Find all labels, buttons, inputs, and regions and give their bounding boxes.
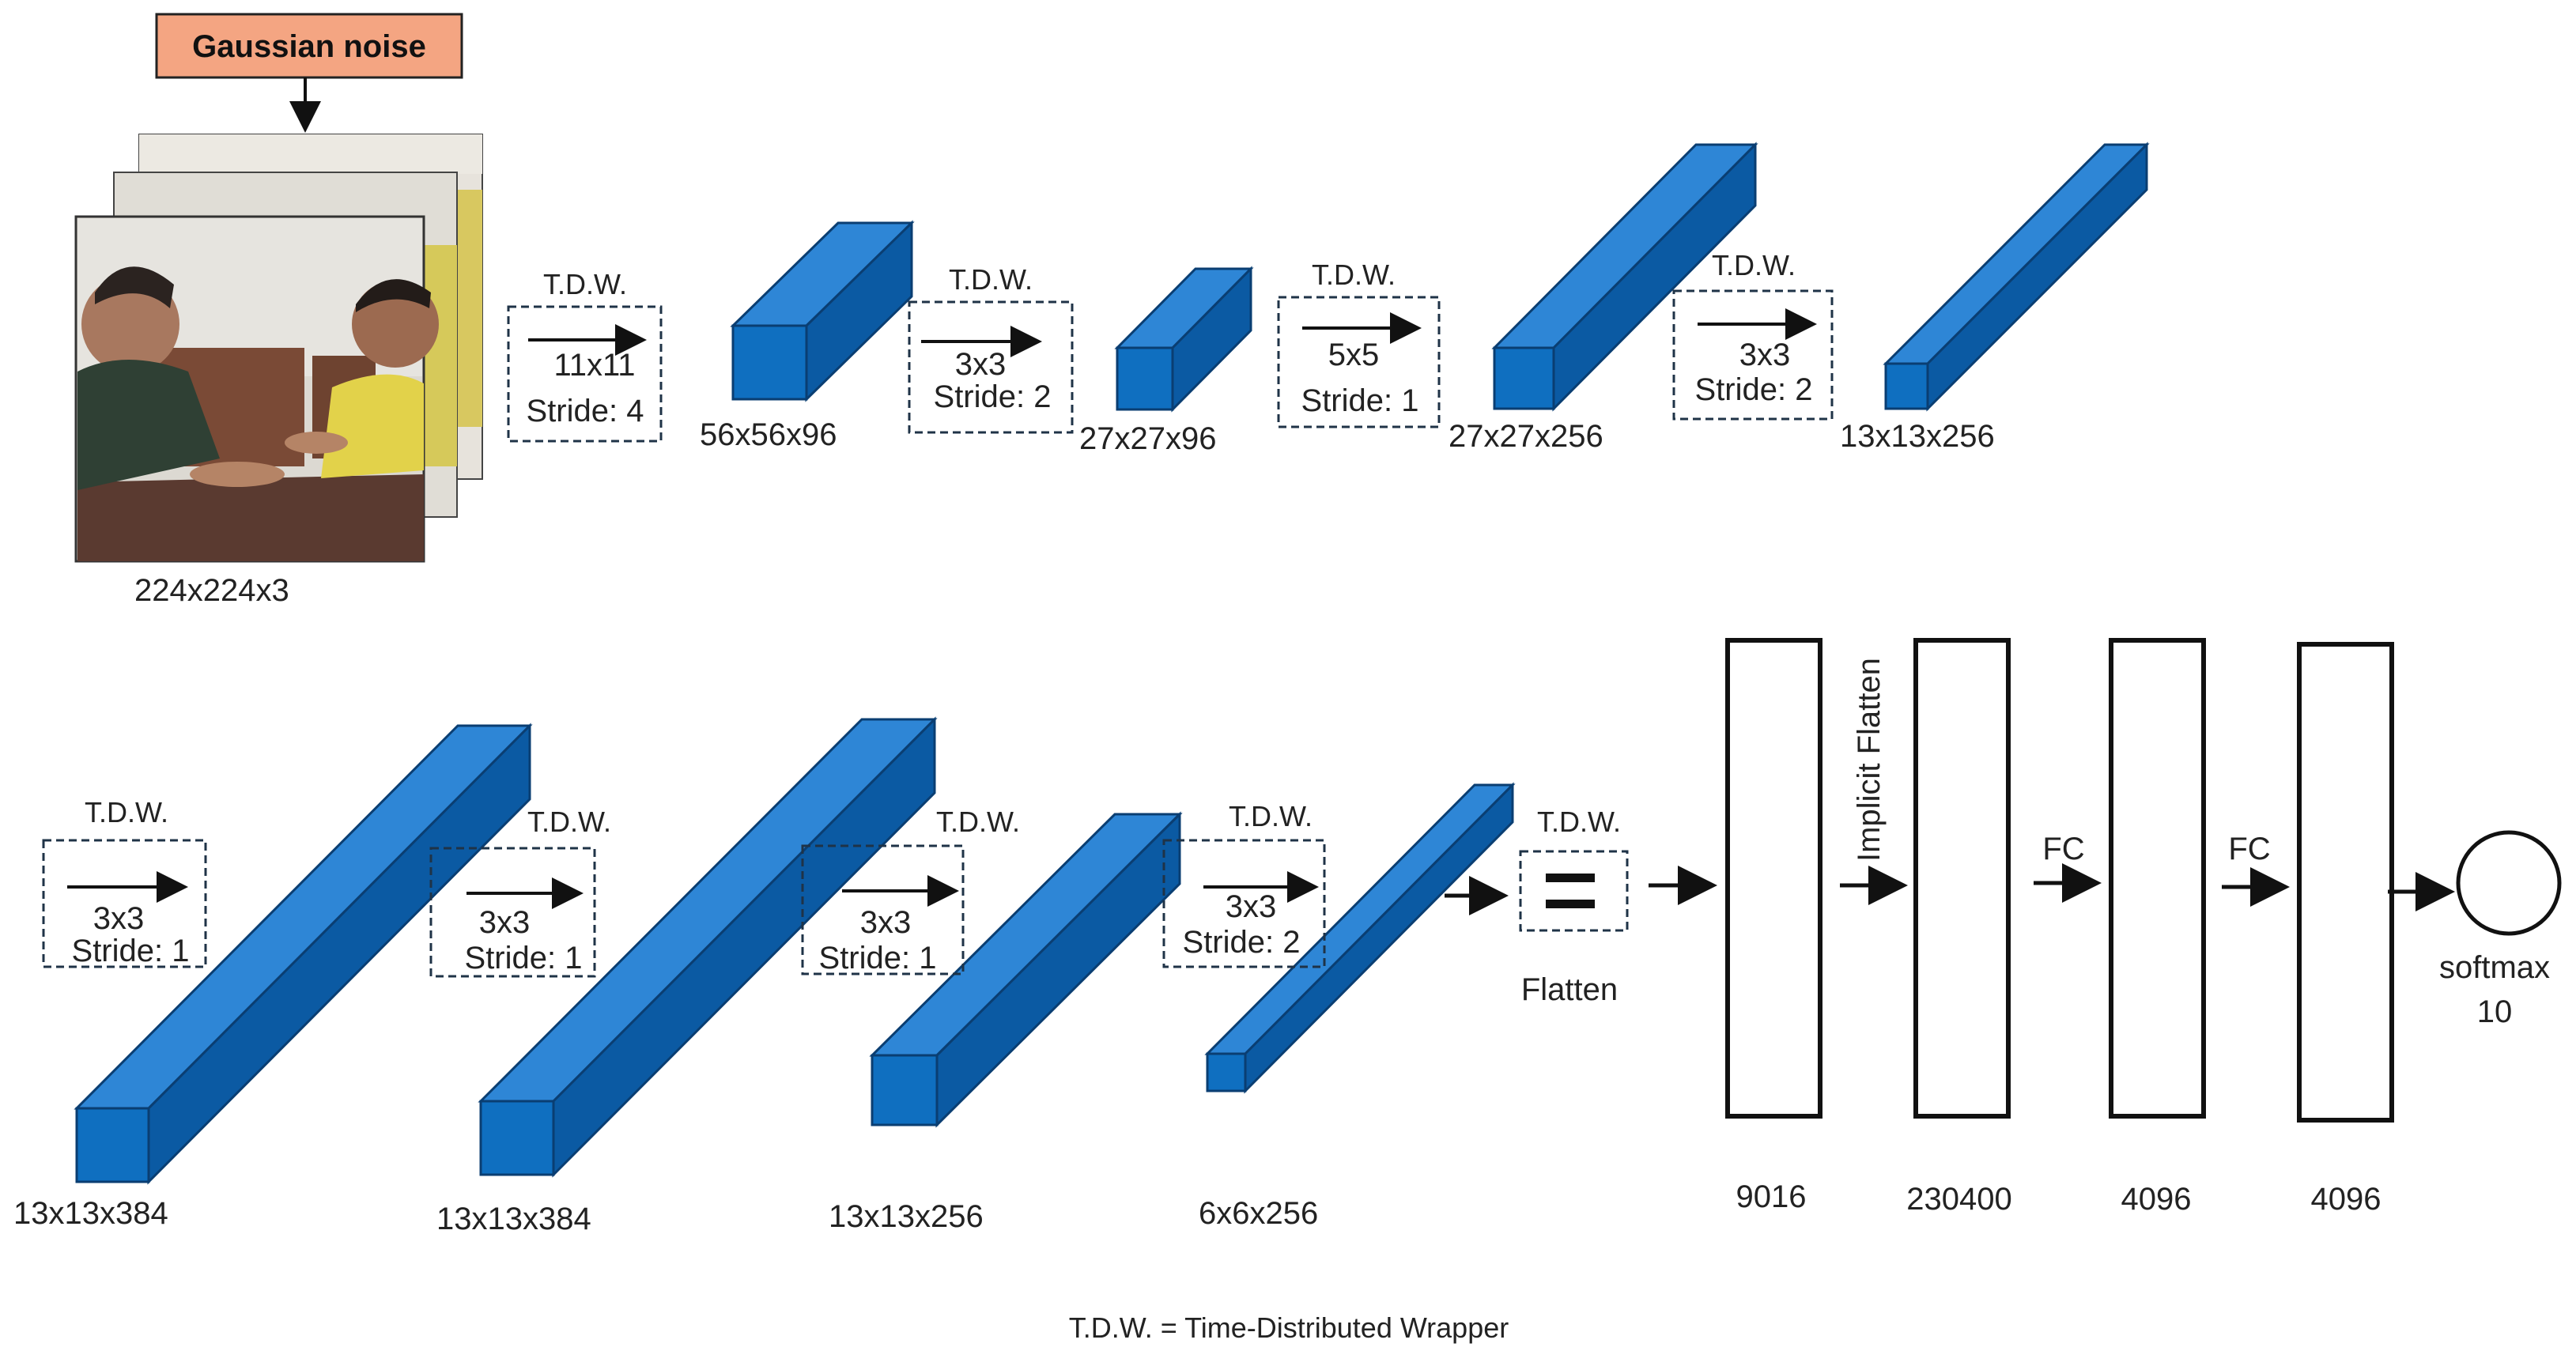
tdw-conv4-stride: Stride: 1 [465,941,583,975]
tdw-pool1-stride: Stride: 2 [934,379,1052,414]
shape-13x13x384-a: 13x13x384 [13,1196,168,1231]
softmax-units: 10 [2477,994,2513,1029]
tdw-conv1-stride: Stride: 4 [527,394,644,428]
tdw-conv5: T.D.W. 3x3 Stride: 1 [801,806,1020,975]
frame-front [74,215,439,563]
tdw-pool2-tag: T.D.W. [1712,249,1796,281]
legend-text: T.D.W. = Time-Distributed Wrapper [1069,1311,1509,1344]
dense-layer-230400-label: 230400 [1906,1182,2011,1217]
tdw-flatten: T.D.W. Flatten [1519,806,1629,1007]
softmax-node [2456,830,2562,936]
dense-layer-4096-b [2297,642,2394,1123]
tdw-conv1-kernel: 11x11 [553,348,635,383]
shape-13x13x256-row2: 13x13x256 [829,1199,984,1234]
shape-27x27x256: 27x27x256 [1449,419,1603,454]
dense-layer-9016-label: 9016 [1736,1179,1807,1214]
tdw-conv2-kernel: 5x5 [1328,338,1380,372]
tdw-pool1-tag: T.D.W. [949,263,1033,296]
input-shape-label: 224x224x3 [134,573,289,608]
tdw-pool2-stride: Stride: 2 [1695,372,1813,407]
tdw-pool1-kernel: 3x3 [955,347,1007,382]
feature-block-56x56x96 [730,220,915,402]
tdw-conv2: T.D.W. 5x5 Stride: 1 [1277,258,1441,428]
shape-13x13x384-b: 13x13x384 [436,1202,591,1236]
feature-block-13x13x256-row2 [869,811,1183,1128]
tdw-pool3: T.D.W. 3x3 Stride: 2 [1162,800,1326,968]
dense-layer-4096-a-label: 4096 [2121,1182,2192,1217]
tdw-flatten-tag: T.D.W. [1537,806,1621,838]
feature-block-6x6x256 [1204,782,1516,1094]
tdw-pool2: T.D.W. 3x3 Stride: 2 [1672,249,1834,421]
tdw-conv2-tag: T.D.W. [1312,258,1396,291]
fc-label-2: FC [2228,832,2270,866]
tdw-conv1: T.D.W. 11x11 Stride: 4 [507,268,663,443]
dense-layer-4096-a [2109,638,2206,1119]
gaussian-noise-label: Gaussian noise [192,29,426,64]
shape-13x13x256-row1: 13x13x256 [1840,419,1995,454]
dense-layer-230400 [1913,638,2011,1119]
tdw-conv4-kernel: 3x3 [479,905,531,940]
tdw-conv3-kernel: 3x3 [93,901,145,936]
softmax-label: softmax [2439,950,2550,985]
dense-layer-9016 [1725,638,1822,1119]
feature-block-27x27x256 [1491,142,1758,412]
fc-label-1: FC [2042,832,2084,866]
tdw-conv4-tag: T.D.W. [527,806,611,838]
shape-27x27x96: 27x27x96 [1079,421,1216,456]
shape-6x6x256: 6x6x256 [1199,1196,1318,1231]
feature-block-27x27x96 [1114,266,1254,413]
tdw-conv3: T.D.W. 3x3 Stride: 1 [42,796,207,968]
feature-block-13x13x256 [1883,142,2150,412]
gaussian-noise-box [155,13,463,79]
flatten-icon-bar-top [1546,874,1595,882]
tdw-conv4: T.D.W. 3x3 Stride: 1 [429,806,611,978]
tdw-pool1: T.D.W. 3x3 Stride: 2 [908,263,1074,434]
tdw-conv5-kernel: 3x3 [860,905,912,940]
dense-layer-4096-b-label: 4096 [2311,1182,2381,1217]
tdw-pool3-tag: T.D.W. [1229,800,1313,832]
implicit-flatten-label: Implicit Flatten [1852,658,1887,862]
tdw-pool3-kernel: 3x3 [1226,889,1277,924]
feature-block-13x13x384-a [74,723,533,1185]
tdw-pool3-stride: Stride: 2 [1183,925,1301,960]
tdw-conv3-stride: Stride: 1 [72,934,190,968]
tdw-conv2-stride: Stride: 1 [1301,383,1419,418]
shape-56x56x96: 56x56x96 [700,417,837,452]
flatten-label: Flatten [1521,972,1618,1007]
tdw-conv5-stride: Stride: 1 [819,941,937,975]
tdw-pool2-kernel: 3x3 [1739,338,1791,372]
tdw-conv1-tag: T.D.W. [543,268,627,300]
flatten-icon-bar-bottom [1546,900,1595,908]
input-frames [74,134,483,563]
tdw-conv3-tag: T.D.W. [85,796,168,828]
tdw-conv5-tag: T.D.W. [936,806,1020,838]
